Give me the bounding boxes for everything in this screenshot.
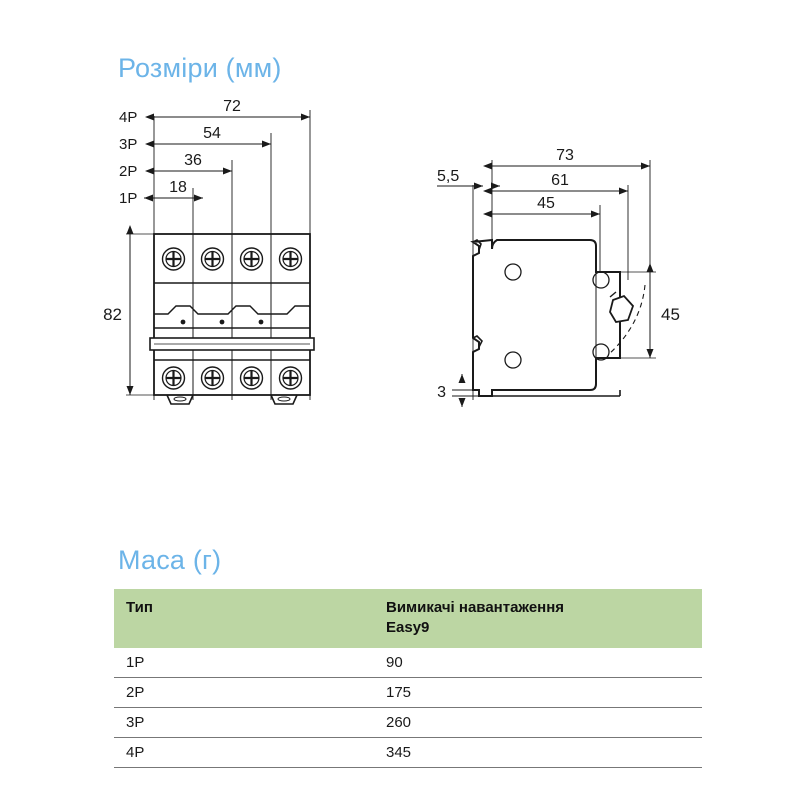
dim-45-vertical: 45 bbox=[661, 305, 680, 324]
mass-section-title: Маса (г) bbox=[118, 545, 222, 575]
dimensions-section-title: Розміри (мм) bbox=[118, 53, 282, 83]
cell-mass: 345 bbox=[374, 737, 702, 768]
table-row: 2P 175 bbox=[114, 677, 702, 708]
dim-82: 82 bbox=[103, 305, 122, 324]
cell-type: 2P bbox=[114, 677, 374, 708]
pole-label-1p: 1P bbox=[119, 190, 137, 207]
pole-label-4p: 4P bbox=[119, 109, 137, 126]
dim-3: 3 bbox=[437, 384, 446, 401]
dim-18: 18 bbox=[169, 179, 187, 196]
cell-mass: 175 bbox=[374, 677, 702, 708]
cell-mass: 90 bbox=[374, 647, 702, 678]
table-body: 1P 90 2P 175 3P 260 4P 345 bbox=[114, 647, 702, 768]
dim-36: 36 bbox=[184, 152, 202, 169]
dim-61: 61 bbox=[551, 172, 569, 189]
table-row: 4P 345 bbox=[114, 737, 702, 768]
dim-73: 73 bbox=[556, 147, 574, 164]
cell-type: 3P bbox=[114, 707, 374, 738]
pole-label-3p: 3P bbox=[119, 136, 137, 153]
table-row: 3P 260 bbox=[114, 707, 702, 738]
column-header-product-line1: Вимикачі навантаження bbox=[386, 599, 565, 616]
dim-5-5: 5,5 bbox=[437, 168, 459, 185]
cell-type: 4P bbox=[114, 737, 374, 768]
column-header-product-line2: Easy9 bbox=[386, 619, 430, 637]
cell-mass: 260 bbox=[374, 707, 702, 738]
dim-54: 54 bbox=[203, 125, 221, 142]
pole-label-2p: 2P bbox=[119, 163, 137, 180]
dim-72: 72 bbox=[223, 98, 241, 115]
table-row: 1P 90 bbox=[114, 647, 702, 678]
dim-45-horizontal: 45 bbox=[537, 195, 555, 212]
cell-type: 1P bbox=[114, 647, 374, 678]
column-header-type: Тип bbox=[114, 589, 374, 648]
